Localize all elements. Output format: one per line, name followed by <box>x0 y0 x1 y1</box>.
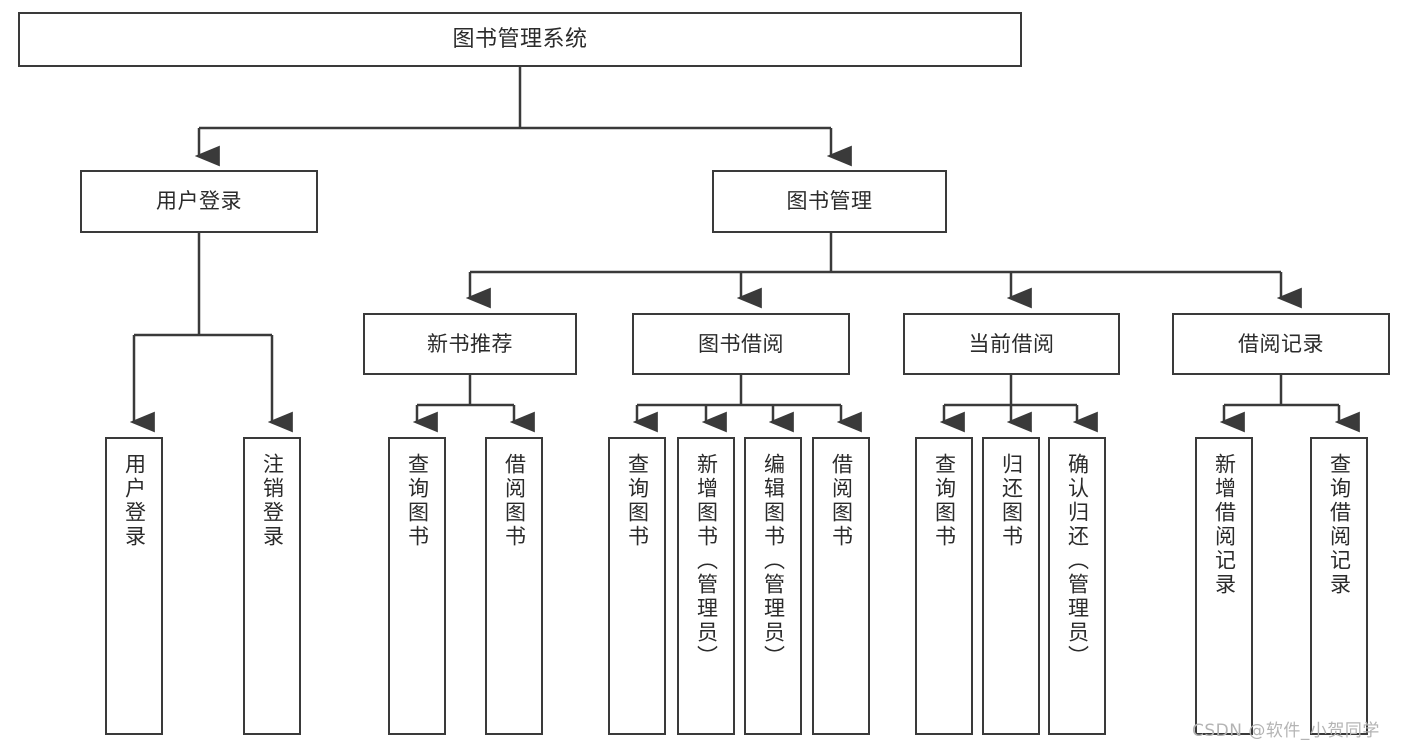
node-leaf[interactable]: 确认归还（管理员） <box>1048 437 1106 735</box>
node-leaf-label: 新增图书（管理员） <box>694 453 719 669</box>
node-leaf-label: 编辑图书（管理员） <box>761 453 786 669</box>
node-leaf[interactable]: 查询图书 <box>608 437 666 735</box>
node-user-login[interactable]: 用户登录 <box>80 170 318 233</box>
node-book-borrow-label: 图书借阅 <box>698 331 784 356</box>
node-leaf-label: 查询图书 <box>625 453 650 549</box>
node-leaf-label: 新增借阅记录 <box>1212 453 1237 597</box>
node-leaf[interactable]: 注销登录 <box>243 437 301 735</box>
node-root-label: 图书管理系统 <box>452 26 588 52</box>
node-leaf[interactable]: 借阅图书 <box>485 437 543 735</box>
node-leaf-label: 查询图书 <box>405 453 430 549</box>
node-user-login-label: 用户登录 <box>156 189 242 214</box>
node-new-book-recommend-label: 新书推荐 <box>427 331 513 356</box>
node-leaf[interactable]: 查询借阅记录 <box>1310 437 1368 735</box>
node-leaf[interactable]: 用户登录 <box>105 437 163 735</box>
node-leaf[interactable]: 新增借阅记录 <box>1195 437 1253 735</box>
node-leaf[interactable]: 编辑图书（管理员） <box>744 437 802 735</box>
node-leaf-label: 查询图书 <box>932 453 957 549</box>
node-leaf[interactable]: 查询图书 <box>915 437 973 735</box>
node-leaf-label: 借阅图书 <box>829 453 854 549</box>
node-leaf[interactable]: 归还图书 <box>982 437 1040 735</box>
node-new-book-recommend[interactable]: 新书推荐 <box>363 313 577 375</box>
node-leaf-label: 借阅图书 <box>502 453 527 549</box>
node-leaf-label: 确认归还（管理员） <box>1065 453 1090 669</box>
node-book-borrow[interactable]: 图书借阅 <box>632 313 850 375</box>
node-leaf[interactable]: 借阅图书 <box>812 437 870 735</box>
node-book-management-label: 图书管理 <box>786 189 873 214</box>
node-leaf[interactable]: 新增图书（管理员） <box>677 437 735 735</box>
node-book-management[interactable]: 图书管理 <box>712 170 947 233</box>
node-root[interactable]: 图书管理系统 <box>18 12 1022 67</box>
node-current-borrow-label: 当前借阅 <box>968 331 1055 356</box>
node-borrow-records-label: 借阅记录 <box>1238 331 1324 356</box>
node-leaf-label: 注销登录 <box>260 453 285 549</box>
node-borrow-records[interactable]: 借阅记录 <box>1172 313 1390 375</box>
csdn-watermark: CSDN @软件_小贺同学 <box>1192 721 1380 741</box>
node-leaf-label: 查询借阅记录 <box>1327 453 1352 597</box>
node-current-borrow[interactable]: 当前借阅 <box>903 313 1120 375</box>
node-leaf[interactable]: 查询图书 <box>388 437 446 735</box>
node-leaf-label: 归还图书 <box>999 453 1024 549</box>
node-leaf-label: 用户登录 <box>122 453 147 549</box>
